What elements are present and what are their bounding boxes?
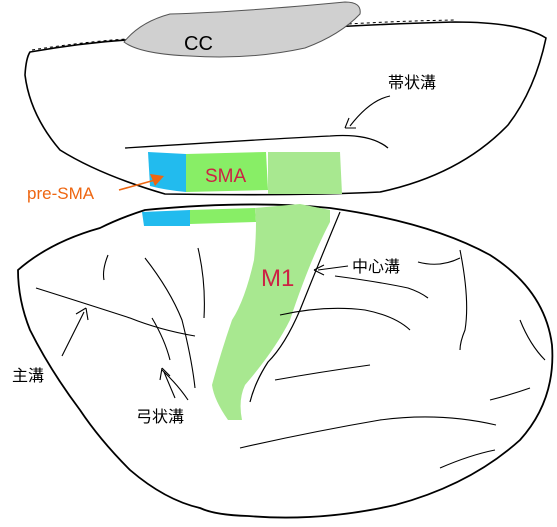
principal-sulcus-arrow: [61, 311, 85, 357]
central-sulcus-line: [249, 211, 341, 403]
sulcus-9: [334, 275, 429, 299]
corpus-callosum-shape: [123, 1, 361, 58]
arcuate-sulcus-arrow: [163, 371, 176, 399]
pre-sma-lateral-region: [142, 210, 190, 226]
pre-sma-label: pre-SMA: [27, 184, 95, 203]
sulcus-5: [151, 317, 171, 361]
sulcus-2: [144, 257, 196, 389]
sulcus-12: [489, 387, 531, 401]
central-sulcus-arrowhead: [313, 264, 325, 276]
sulcus-4: [197, 247, 205, 319]
central-sulcus-arrow: [317, 265, 349, 271]
cingulate-sulcus-line: [124, 134, 389, 149]
lateral-outline: [17, 203, 554, 519]
arcuate-sulcus-arrowhead: [159, 367, 171, 381]
medial-view: CC 帯状溝 SMA pre-SMA: [24, 1, 547, 203]
principal-sulcus-label: 主溝: [12, 366, 44, 385]
central-sulcus-label: 中心溝: [352, 257, 400, 276]
sulcus-13: [239, 416, 497, 449]
sma-lateral-region: [190, 208, 256, 224]
cingulate-sulcus-label: 帯状溝: [388, 73, 436, 92]
cingulate-sulcus-arrowhead: [344, 117, 356, 129]
sulcus-3: [102, 254, 109, 281]
lateral-view: M1 中心溝 主溝 弓状溝: [12, 203, 554, 519]
sma-label: SMA: [205, 166, 247, 187]
sulcus-10: [279, 307, 411, 331]
sulcus-14: [439, 449, 496, 469]
cingulate-sulcus-arrow: [349, 95, 391, 127]
pre-sma-medial-region: [148, 152, 186, 192]
m1-lateral-region: [212, 204, 330, 420]
arcuate-sulcus-label: 弓状溝: [136, 407, 184, 426]
cc-label: CC: [184, 33, 213, 55]
sulcus-8: [459, 249, 468, 351]
principal-sulcus-arrowhead: [75, 307, 89, 321]
sulcus-7: [417, 257, 461, 265]
sulcus-1: [35, 287, 196, 337]
sulcus-11: [274, 364, 371, 381]
pre-sma-arrow: [118, 179, 156, 191]
sma-medial-region: [186, 152, 268, 192]
m1-medial-region: [268, 152, 342, 194]
m1-label: M1: [261, 265, 294, 292]
sulcus-15: [519, 319, 546, 361]
pre-sma-arrowhead: [150, 174, 164, 186]
